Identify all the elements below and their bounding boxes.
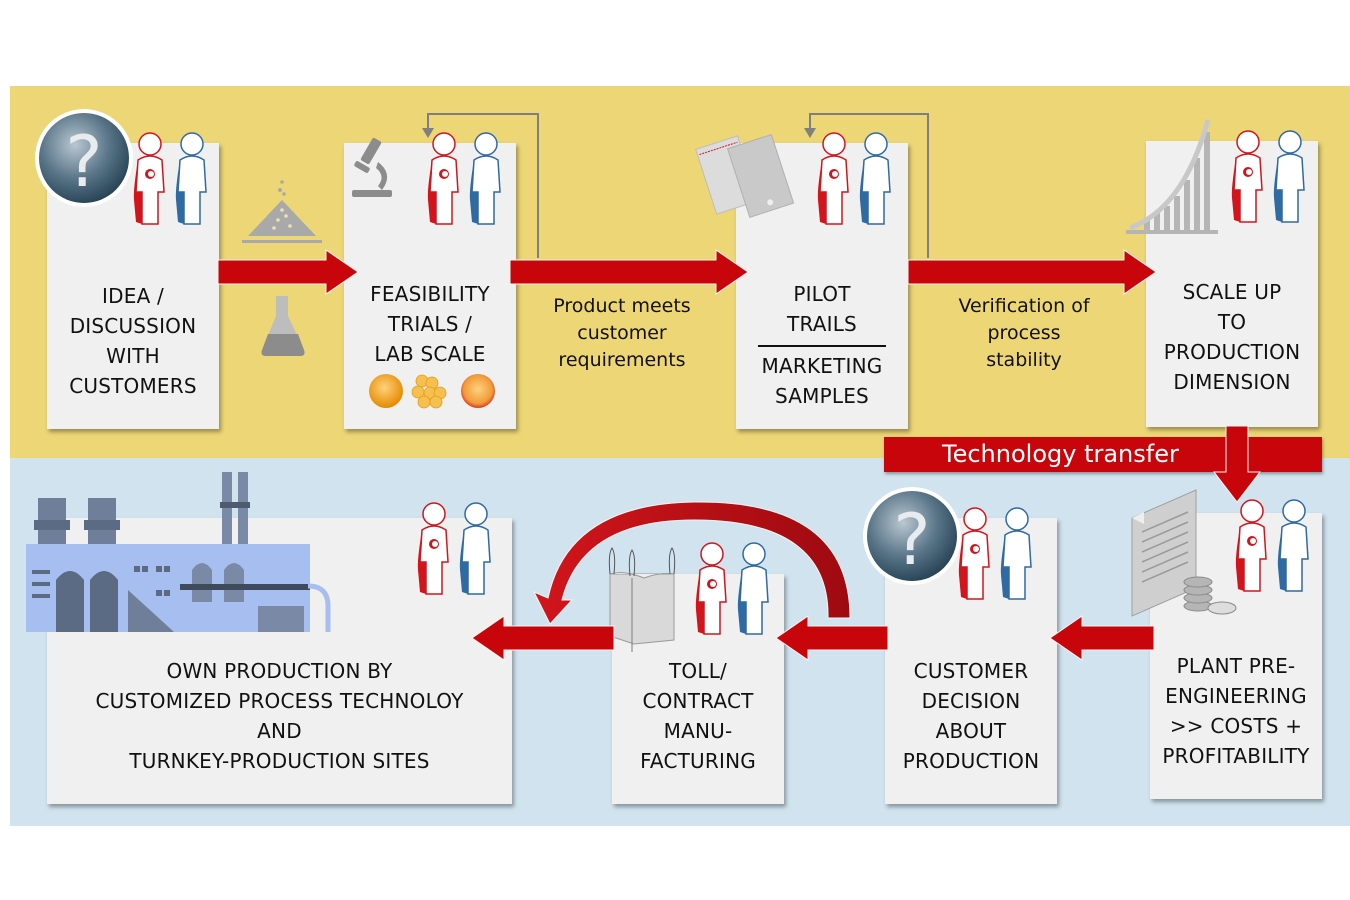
step-own-production-line: TURNKEY-PRODUCTION SITES	[129, 749, 430, 773]
step-scale-up-line: DIMENSION	[1173, 370, 1291, 394]
step-scale-up-line: TO	[1217, 310, 1247, 334]
step-own-production-line: AND	[257, 719, 302, 743]
caption-product-meets-requirements: Product meets customer requirements	[540, 293, 704, 374]
step-toll-line: TOLL/	[669, 659, 727, 683]
factory-icon	[26, 472, 331, 632]
caption-line: stability	[986, 349, 1062, 371]
flow-arrow-right	[217, 249, 359, 295]
flow-arrow-right	[509, 249, 749, 295]
growth-chart-icon	[1126, 119, 1218, 234]
document-coins-icon	[1131, 489, 1237, 617]
caption-line: customer	[577, 322, 667, 344]
microscope-icon	[352, 137, 392, 197]
step-scale-up-line: PRODUCTION	[1163, 340, 1301, 364]
step-feasibility-line: TRIALS /	[387, 312, 473, 336]
flow-arrow-left	[471, 615, 615, 661]
flow-arrow-left	[775, 615, 889, 661]
step-toll-line: MANU-	[663, 719, 733, 743]
people-pair-icon	[130, 130, 214, 226]
step-customer-decision-line: CUSTOMER	[913, 659, 1029, 683]
step-pilot-line: TRAILS	[787, 312, 857, 336]
caption-line: Verification of	[958, 295, 1090, 317]
step-own-production-line: CUSTOMIZED PROCESS TECHNOLOY	[95, 689, 464, 713]
people-pair-icon	[1228, 128, 1312, 224]
step-pilot-line: PILOT	[793, 282, 851, 306]
step-feasibility-line: LAB SCALE	[374, 342, 486, 366]
question-mark-icon	[863, 487, 961, 585]
big-bag-icon	[608, 547, 676, 652]
caption-line: Product meets	[553, 295, 691, 317]
step-own-production-line: OWN PRODUCTION BY	[166, 659, 393, 683]
step-plant-line: PROFITABILITY	[1162, 744, 1310, 768]
caption-line: process	[987, 322, 1061, 344]
people-pair-icon	[414, 500, 498, 596]
feedback-loop-arrow	[804, 113, 929, 258]
caption-line: requirements	[558, 349, 686, 371]
step-pilot-line: SAMPLES	[775, 384, 869, 408]
curved-bypass-arrow	[532, 501, 851, 625]
caption-verification-process-stability: Verification of process stability	[942, 293, 1106, 374]
step-idea-line: CUSTOMERS	[69, 374, 197, 398]
flow-arrow-left	[1049, 615, 1155, 661]
step-toll-line: FACTURING	[640, 749, 756, 773]
question-mark-icon	[35, 109, 133, 207]
technology-transfer-banner: Technology transfer	[884, 437, 1322, 472]
step-customer-decision-line: ABOUT	[935, 719, 1007, 743]
step-feasibility-line: FEASIBILITY	[370, 282, 490, 306]
step-idea-line: WITH	[106, 344, 160, 368]
step-scale-up-line: SCALE UP	[1182, 280, 1282, 304]
powder-pile-icon	[242, 180, 322, 243]
flow-arrow-down	[1212, 425, 1262, 503]
feedback-loop-arrow	[422, 113, 539, 258]
step-plant-line: ENGINEERING	[1165, 684, 1307, 708]
pilot-divider	[758, 345, 886, 347]
step-idea-line: DISCUSSION	[69, 314, 197, 338]
flask-icon	[261, 296, 305, 356]
step-customer-decision-line: DECISION	[921, 689, 1021, 713]
particles-icon	[369, 374, 495, 409]
sample-bags-icon	[695, 133, 795, 218]
people-pair-icon	[955, 505, 1039, 601]
step-toll-line: CONTRACT	[642, 689, 754, 713]
step-plant-line: PLANT PRE-	[1176, 654, 1296, 678]
step-plant-line: >> COSTS +	[1169, 714, 1303, 738]
flow-arrow-right	[907, 249, 1157, 295]
step-pilot-line: MARKETING	[761, 354, 883, 378]
step-idea-line: IDEA /	[102, 284, 164, 308]
step-customer-decision-line: PRODUCTION	[902, 749, 1040, 773]
